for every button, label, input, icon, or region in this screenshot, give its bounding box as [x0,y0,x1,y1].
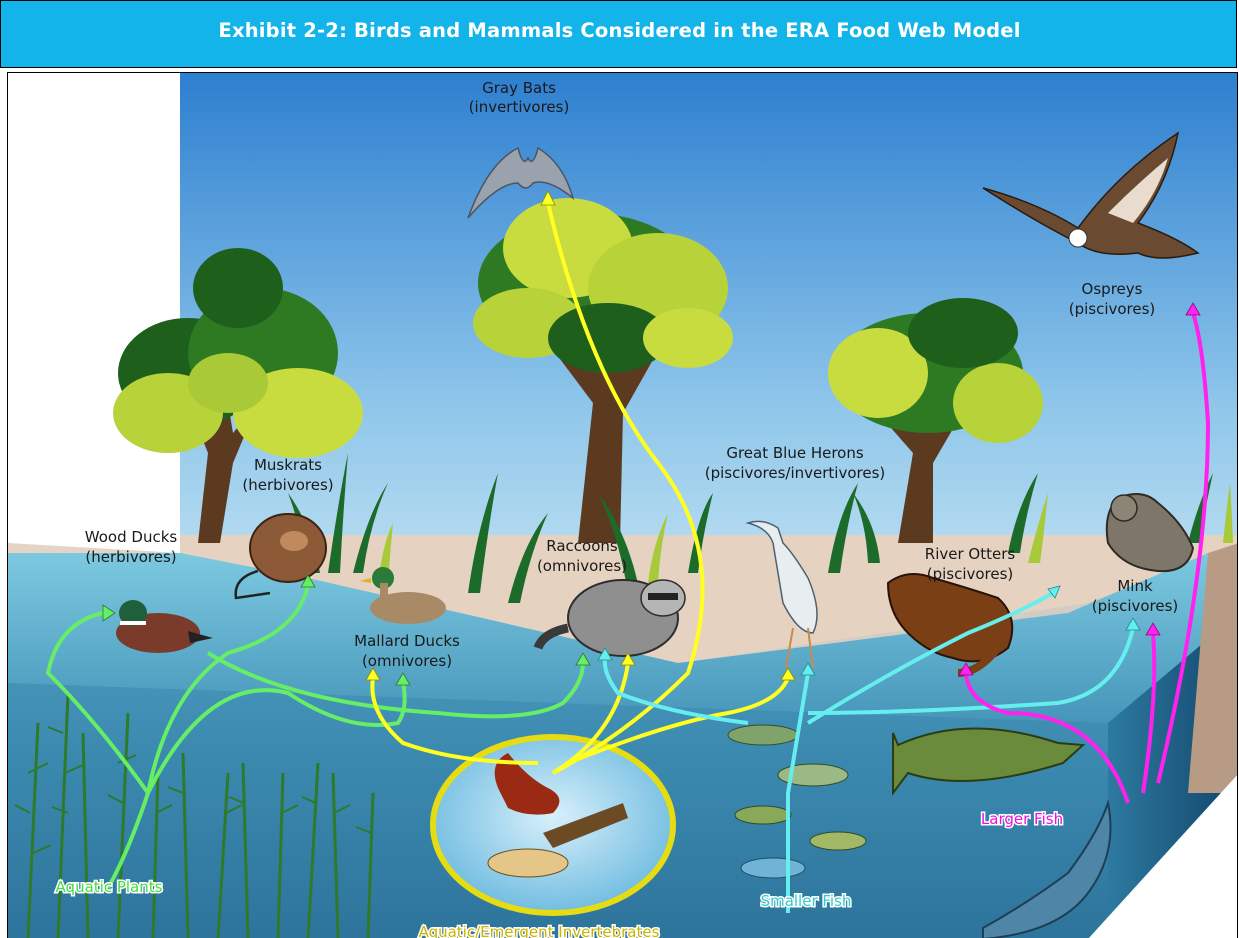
label-smaller-fish: Smaller Fish [761,892,852,910]
label-mallard-ducks: Mallard Ducks [354,632,460,650]
label-muskrats-role: (herbivores) [242,476,333,494]
label-ospreys-role: (piscivores) [1069,300,1156,318]
food-web-diagram: Gray Bats (invertivores) Ospreys (pisciv… [7,72,1238,938]
label-herons-role: (piscivores/invertivores) [705,464,886,482]
label-gray-bats-role: (invertivores) [469,98,570,116]
label-invertebrates: Aquatic/Emergent Invertebrates [419,923,660,938]
label-wood-ducks-role: (herbivores) [85,548,176,566]
label-ospreys: Ospreys [1082,280,1143,298]
label-larger-fish: Larger Fish [981,810,1063,828]
label-mallard-ducks-role: (omnivores) [362,652,452,670]
label-river-otters: River Otters [925,545,1016,563]
label-herons: Great Blue Herons [726,444,864,462]
label-mink: Mink [1117,577,1153,595]
invertebrates-bubble [433,737,673,913]
exhibit-header: Exhibit 2-2: Birds and Mammals Considere… [0,0,1237,68]
exhibit-title: Exhibit 2-2: Birds and Mammals Considere… [1,19,1238,42]
food-web-scene: Gray Bats (invertivores) Ospreys (pisciv… [8,73,1238,938]
label-gray-bats: Gray Bats [482,79,556,97]
label-mink-role: (piscivores) [1092,597,1179,615]
label-muskrats: Muskrats [254,456,322,474]
label-raccoons-role: (omnivores) [537,557,627,575]
label-wood-ducks: Wood Ducks [85,528,178,546]
label-aquatic-plants: Aquatic Plants [56,878,163,896]
label-river-otters-role: (piscivores) [927,565,1014,583]
label-raccoons: Raccoons [546,537,618,555]
